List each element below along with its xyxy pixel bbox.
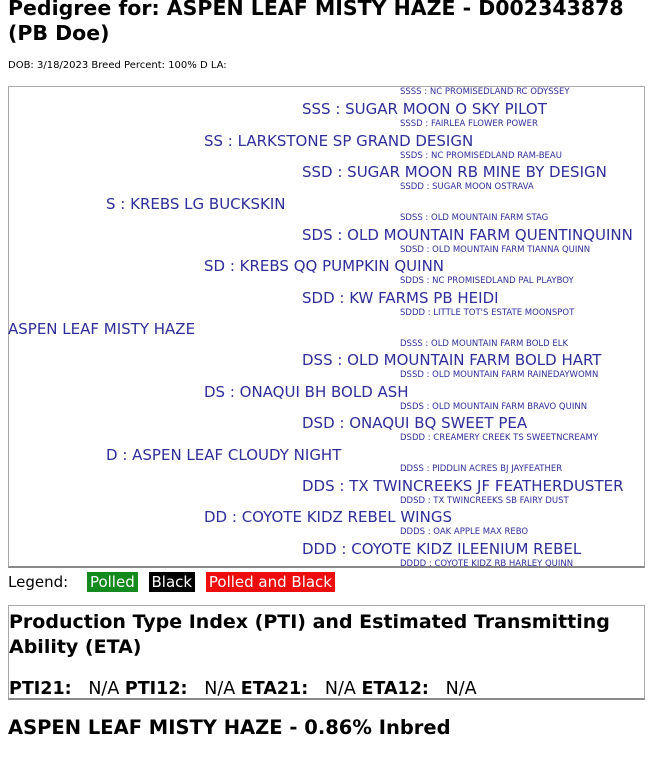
pedigree-SSSD[interactable]: SSSD : FAIRLEA FLOWER POWER	[400, 119, 538, 129]
pedigree-SDSD[interactable]: SDSD : OLD MOUNTAIN FARM TIANNA QUINN	[400, 245, 591, 255]
page-title: Pedigree for: ASPEN LEAF MISTY HAZE - D0…	[8, 0, 624, 45]
pedigree-DSDD[interactable]: DSDD : CREAMERY CREEK TS SWEETNCREAMY	[400, 433, 599, 443]
pedigree-tree: SSSS : NC PROMISEDLAND RC ODYSSEY SSS : …	[8, 86, 645, 569]
pti12-label: PTI12:	[124, 679, 188, 699]
pedigree-SSSS[interactable]: SSSS : NC PROMISEDLAND RC ODYSSEY	[400, 87, 570, 97]
pedigree-DDSD[interactable]: DDSD : TX TWINCREEKS SB FAIRY DUST	[400, 496, 569, 506]
eta12-value: N/A	[445, 679, 477, 699]
eta21-value: N/A	[324, 679, 356, 699]
pti-eta-panel: Production Type Index (PTI) and Estimate…	[8, 605, 645, 700]
pedigree-SDDD[interactable]: SDDD : LITTLE TOT'S ESTATE MOONSPOT	[400, 308, 575, 318]
pedigree-DDDD[interactable]: DDDD : COYOTE KIDZ RB HARLEY QUINN	[400, 559, 574, 569]
pedigree-animal[interactable]: ASPEN LEAF MISTY HAZE	[8, 320, 196, 338]
pedigree-SDS[interactable]: SDS : OLD MOUNTAIN FARM QUENTINQUINN	[302, 226, 633, 244]
pedigree-SDD[interactable]: SDD : KW FARMS PB HEIDI	[302, 289, 499, 307]
pedigree-DDSS[interactable]: DDSS : PIDDLIN ACRES BJ JAYFEATHER	[400, 464, 563, 474]
pedigree-DSSD[interactable]: DSSD : OLD MOUNTAIN FARM RAINEDAYWOMN	[400, 370, 599, 380]
pedigree-DS[interactable]: DS : ONAQUI BH BOLD ASH	[204, 383, 409, 401]
animal-details: DOB: 3/18/2023 Breed Percent: 100% D LA:	[8, 60, 227, 71]
pedigree-DD[interactable]: DD : COYOTE KIDZ REBEL WINGS	[204, 508, 452, 526]
pedigree-DDS[interactable]: DDS : TX TWINCREEKS JF FEATHERDUSTER	[302, 477, 624, 495]
pti12-value: N/A	[204, 679, 236, 699]
pedigree-SD[interactable]: SD : KREBS QQ PUMPKIN QUINN	[204, 257, 445, 275]
inbreeding-summary: ASPEN LEAF MISTY HAZE - 0.86% Inbred	[8, 716, 451, 739]
pedigree-D[interactable]: D : ASPEN LEAF CLOUDY NIGHT	[106, 446, 342, 464]
legend-label: Legend:	[8, 573, 69, 591]
eta21-label: ETA21:	[240, 679, 309, 699]
pedigree-DSS[interactable]: DSS : OLD MOUNTAIN FARM BOLD HART	[302, 351, 602, 369]
pedigree-DSD[interactable]: DSD : ONAQUI BQ SWEET PEA	[302, 414, 528, 432]
pti-values: PTI21: N/A PTI12: N/A ETA21: N/A ETA12: …	[9, 679, 477, 699]
pedigree-DSSS[interactable]: DSSS : OLD MOUNTAIN FARM BOLD ELK	[400, 339, 569, 349]
pti-title: Production Type Index (PTI) and Estimate…	[9, 611, 610, 658]
pedigree-SSDS[interactable]: SSDS : NC PROMISEDLAND RAM-BEAU	[400, 151, 562, 161]
legend-black: Black	[148, 572, 196, 592]
pedigree-SDDS[interactable]: SDDS : NC PROMISEDLAND PAL PLAYBOY	[400, 276, 574, 286]
pti21-label: PTI21:	[9, 679, 72, 699]
legend-polled: Polled	[86, 572, 138, 592]
legend: Legend: Polled Black Polled and Black	[8, 572, 335, 592]
pedigree-S[interactable]: S : KREBS LG BUCKSKIN	[106, 195, 286, 213]
pedigree-SSDD[interactable]: SSDD : SUGAR MOON OSTRAVA	[400, 182, 534, 192]
pedigree-SSD[interactable]: SSD : SUGAR MOON RB MINE BY DESIGN	[302, 163, 607, 181]
pedigree-DDD[interactable]: DDD : COYOTE KIDZ ILEENIUM REBEL	[302, 540, 582, 558]
legend-polled-and-black: Polled and Black	[205, 572, 335, 592]
pti21-value: N/A	[88, 679, 120, 699]
eta12-label: ETA12:	[361, 679, 429, 699]
pedigree-DDDS[interactable]: DDDS : OAK APPLE MAX REBO	[400, 527, 529, 537]
pedigree-SSS[interactable]: SSS : SUGAR MOON O SKY PILOT	[302, 100, 547, 118]
pedigree-DSDS[interactable]: DSDS : OLD MOUNTAIN FARM BRAVO QUINN	[400, 402, 588, 412]
pedigree-SS[interactable]: SS : LARKSTONE SP GRAND DESIGN	[204, 132, 474, 150]
pedigree-SDSS[interactable]: SDSS : OLD MOUNTAIN FARM STAG	[400, 213, 549, 223]
